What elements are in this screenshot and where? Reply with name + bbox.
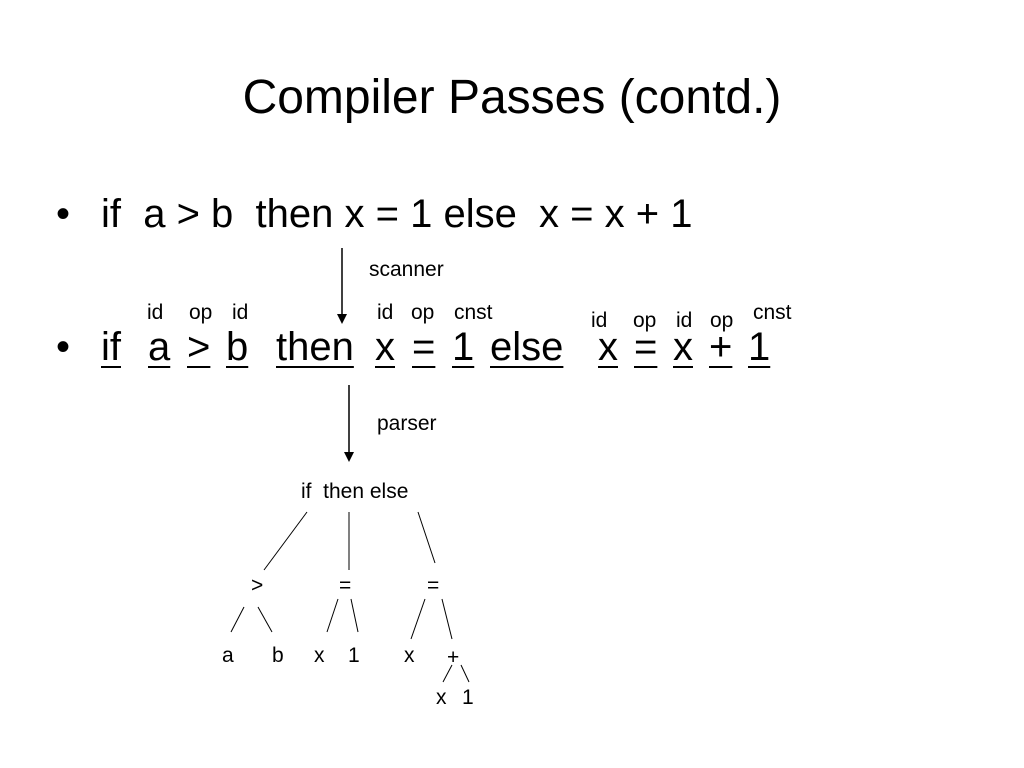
tree-edge xyxy=(350,598,359,633)
parse-tree-leaf: b xyxy=(272,644,284,667)
parse-tree-leaf: x xyxy=(436,686,447,709)
token-type-label: id xyxy=(676,309,693,332)
parse-tree-node: > xyxy=(251,574,264,597)
tree-edge xyxy=(442,664,453,683)
token: = xyxy=(412,325,436,369)
token: then xyxy=(276,325,354,369)
bullet-1-marker: • xyxy=(56,192,71,236)
tree-edge xyxy=(460,664,470,683)
parse-tree-node: = xyxy=(427,574,440,597)
token-type-label: op xyxy=(633,309,657,332)
parse-tree-leaf: x xyxy=(404,644,415,667)
token: 1 xyxy=(748,325,771,369)
tree-edge xyxy=(410,598,426,640)
parse-tree-leaf: x xyxy=(314,644,325,667)
tree-edge xyxy=(441,598,453,640)
parse-tree-root: if then else xyxy=(301,480,409,503)
tree-edge xyxy=(263,511,308,571)
tree-edge xyxy=(230,606,245,633)
parse-tree-leaf: 1 xyxy=(348,644,360,667)
token-type-label: id xyxy=(591,309,608,332)
slide-title: Compiler Passes (contd.) xyxy=(242,71,782,124)
parse-tree-leaf: + xyxy=(447,646,460,669)
token: = xyxy=(634,325,658,369)
token: a xyxy=(148,325,171,369)
parser-label: parser xyxy=(377,412,437,435)
token: > xyxy=(187,325,211,369)
parse-tree-leaf: 1 xyxy=(462,686,474,709)
parse-tree-leaf: a xyxy=(222,644,234,667)
source-code-line: if a > b then x = 1 else x = x + 1 xyxy=(101,192,693,236)
token: if xyxy=(101,325,121,369)
token: + xyxy=(709,325,733,369)
token-type-label: id xyxy=(377,301,394,324)
token: x xyxy=(598,325,618,369)
token: x xyxy=(375,325,395,369)
token-type-label: cnst xyxy=(753,301,792,324)
tree-edge xyxy=(257,606,273,633)
token-type-label: cnst xyxy=(454,301,493,324)
token-type-label: op xyxy=(710,309,734,332)
token-type-label: op xyxy=(411,301,435,324)
tree-edge xyxy=(417,511,436,564)
tree-edge xyxy=(326,598,339,633)
token: x xyxy=(673,325,693,369)
bullet-2-marker: • xyxy=(56,325,71,369)
token: b xyxy=(226,325,249,369)
token: else xyxy=(490,325,564,369)
token-type-label: id xyxy=(232,301,249,324)
token-type-label: id xyxy=(147,301,164,324)
token: 1 xyxy=(452,325,475,369)
scanner-label: scanner xyxy=(369,258,444,281)
parse-tree-node: = xyxy=(339,574,352,597)
token-type-label: op xyxy=(189,301,213,324)
